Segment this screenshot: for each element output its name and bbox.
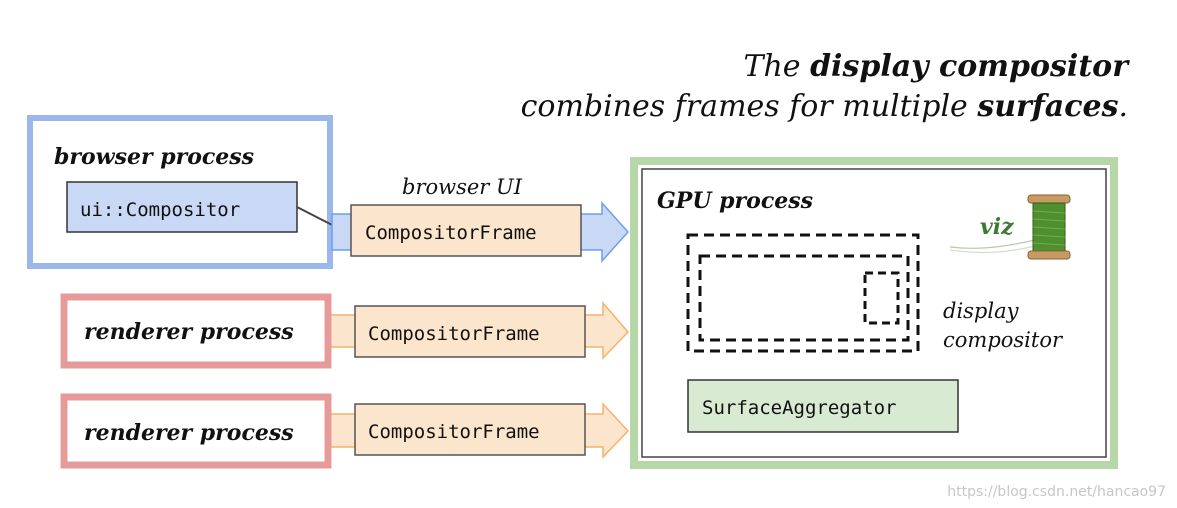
- compositor-frame-box: [350, 204, 582, 257]
- renderer-process-box: [60, 293, 332, 369]
- browser-ui-label: browser UI: [402, 175, 523, 199]
- renderer-process-label: renderer process: [84, 319, 294, 345]
- display-compositor-label-line-1: display: [943, 299, 1020, 323]
- surface-frame-outer: [686, 233, 920, 353]
- title-line-2-bold: surfaces: [976, 89, 1118, 124]
- viz-label: viz: [980, 214, 1014, 240]
- ui-compositor-label: ui::Compositor: [80, 199, 240, 221]
- compositor-frame-box: [354, 403, 586, 456]
- gpu-process-inner-border: [641, 168, 1107, 458]
- gpu-process-label: GPU process: [657, 188, 813, 214]
- thread-spool-icon: [949, 194, 1071, 260]
- title-line-1-prefix: The: [743, 49, 810, 84]
- surface-aggregator-label: SurfaceAggregator: [702, 397, 896, 419]
- ui-compositor-box: [66, 181, 298, 233]
- title-line-2: combines frames for multiple surfaces.: [521, 89, 1128, 124]
- renderer-process-box: [60, 393, 332, 469]
- surface-frame-inner: [863, 271, 900, 325]
- watermark: https://blog.csdn.net/hancao97: [947, 484, 1166, 500]
- display-compositor-label-line-2: compositor: [943, 328, 1064, 352]
- compositor-frame-label: CompositorFrame: [365, 222, 537, 244]
- surface-aggregator-box: [687, 379, 959, 433]
- title-line-2-prefix: combines frames for multiple: [521, 89, 978, 124]
- surface-frame-middle: [698, 254, 910, 342]
- compositor-frame-label: CompositorFrame: [368, 323, 540, 345]
- renderer-process-label: renderer process: [84, 420, 294, 446]
- compositor-frame-box: [354, 305, 586, 358]
- title-line-2-suffix: .: [1118, 89, 1128, 124]
- browser-process-label: browser process: [54, 144, 254, 170]
- title-line-1-bold: display compositor: [810, 49, 1130, 84]
- title-line-1: The display compositor: [743, 49, 1130, 84]
- compositor-frame-label: CompositorFrame: [368, 421, 540, 443]
